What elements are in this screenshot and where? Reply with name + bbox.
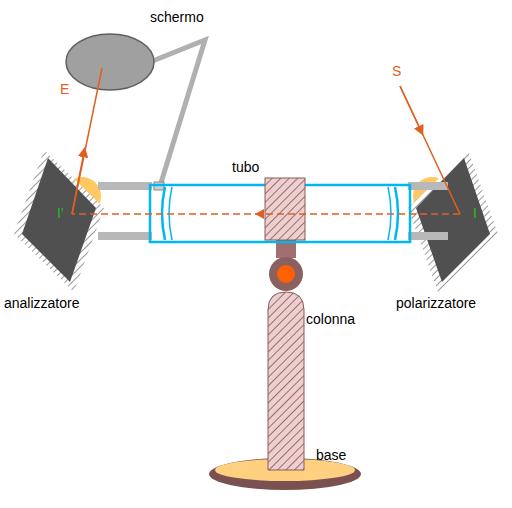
part-label: polarizzatore	[396, 296, 476, 311]
emergent-ray-arrow	[72, 152, 84, 214]
analyzer-plate	[14, 150, 104, 292]
part-label: analizzatore	[4, 296, 80, 311]
screen	[66, 34, 154, 90]
ray-label: E	[60, 82, 69, 97]
emergent-ray	[72, 68, 102, 214]
screen-arm	[150, 40, 205, 186]
incident-ray-arrow	[400, 86, 421, 131]
incident-ray	[400, 86, 460, 214]
part-label: schermo	[150, 10, 204, 25]
axis-arrowhead	[255, 209, 264, 219]
tube-clamp	[265, 178, 305, 240]
ray-label: S	[392, 64, 401, 79]
polarizer-plate	[408, 150, 498, 292]
optical-axis	[72, 213, 460, 214]
pivot-knob	[269, 257, 303, 291]
point-label: I	[472, 206, 478, 221]
part-label: tubo	[232, 160, 259, 175]
part-label: base	[316, 448, 346, 463]
pivot-center	[277, 265, 295, 283]
part-label: colonna	[306, 312, 355, 327]
column	[268, 292, 304, 470]
point-label: I'	[56, 206, 65, 221]
